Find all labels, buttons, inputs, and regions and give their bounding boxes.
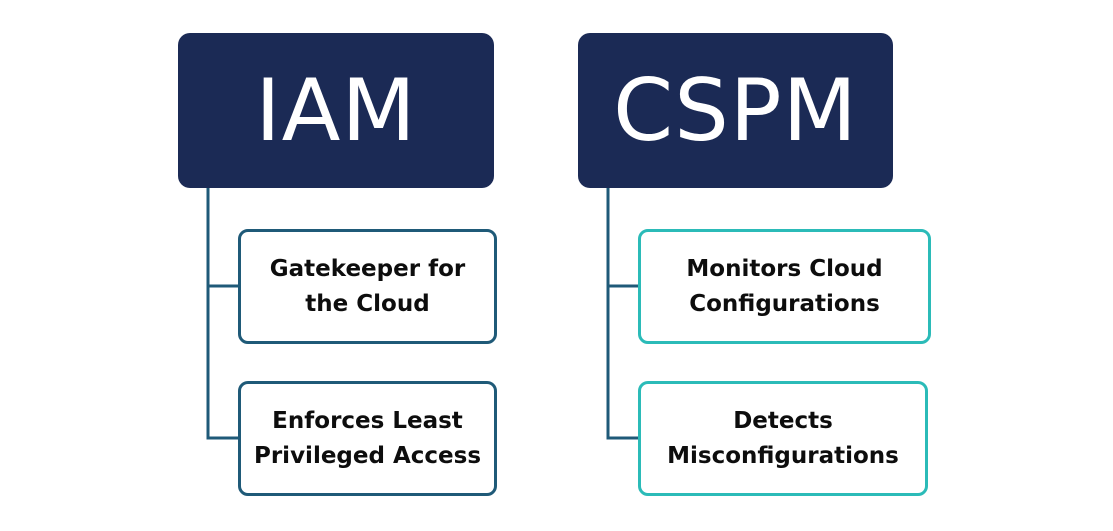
iam-connector	[206, 187, 240, 440]
cspm-title: CSPM	[613, 60, 858, 161]
cspm-item-detects: Detects Misconfigurations	[638, 381, 928, 496]
iam-header: IAM	[178, 33, 494, 188]
iam-item-least-privilege: Enforces Least Privileged Access	[238, 381, 497, 496]
iam-item-label: Enforces Least Privileged Access	[253, 407, 482, 469]
cspm-header: CSPM	[578, 33, 893, 188]
cspm-item-label: Detects Misconfigurations	[667, 407, 899, 469]
cspm-item-monitors: Monitors Cloud Configurations	[638, 229, 931, 344]
iam-title: IAM	[255, 60, 417, 161]
iam-item-gatekeeper: Gatekeeper for the Cloud	[238, 229, 497, 344]
iam-item-label: Gatekeeper for the Cloud	[269, 255, 466, 317]
cspm-item-label: Monitors Cloud Configurations	[686, 255, 883, 317]
cspm-connector	[606, 187, 640, 440]
